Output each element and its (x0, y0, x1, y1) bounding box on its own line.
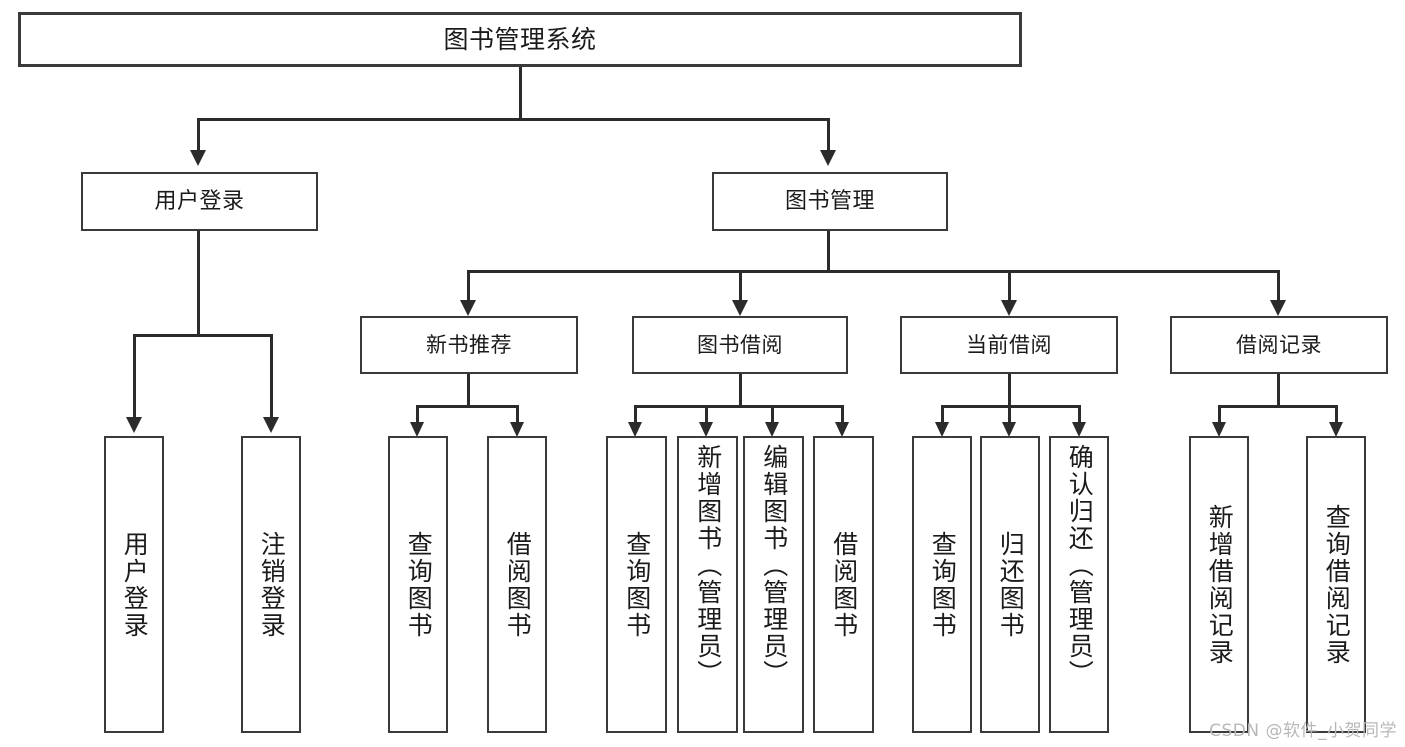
arrow-current-borrow-leaf-3 (1072, 422, 1086, 437)
node-label: 图书管理系统 (443, 24, 597, 54)
connector-user-login-leaf-2 (270, 334, 273, 419)
connector-user-login-stem (197, 231, 200, 336)
node-label: 编辑图书（管理员） (759, 444, 789, 687)
connector-new-book-leaf-2 (516, 405, 519, 424)
node-label: 确认归还（管理员） (1065, 444, 1095, 687)
connector-new-book-stem (467, 374, 470, 407)
node-root-system[interactable]: 图书管理系统 (18, 12, 1022, 67)
leaf-current-search[interactable]: 查询图书 (912, 436, 972, 733)
connector-to-borrow-record (1277, 270, 1280, 302)
leaf-logout[interactable]: 注销登录 (241, 436, 301, 733)
arrow-user-login-leaf-2 (263, 417, 279, 433)
arrow-to-borrow-record (1270, 300, 1286, 316)
arrow-book-borrow-leaf-4 (835, 422, 849, 437)
connector-to-new-book (467, 270, 470, 302)
node-label: 新增图书（管理员） (693, 444, 723, 687)
connector-current-borrow-bar (942, 405, 1080, 408)
connector-book-borrow-leaf-2 (705, 405, 708, 424)
leaf-book-edit-admin[interactable]: 编辑图书（管理员） (743, 436, 804, 733)
connector-root-to-user-login (197, 118, 200, 152)
node-label: 新增借阅记录 (1205, 503, 1235, 666)
node-label: 新书推荐 (426, 332, 512, 357)
node-book-manage[interactable]: 图书管理 (712, 172, 948, 231)
connector-current-borrow-leaf-3 (1078, 405, 1081, 424)
arrow-book-borrow-leaf-1 (628, 422, 642, 437)
arrow-book-borrow-leaf-2 (699, 422, 713, 437)
connector-current-borrow-stem (1008, 374, 1011, 407)
node-label: 当前借阅 (966, 332, 1052, 357)
connector-root-to-book-manage (827, 118, 830, 152)
node-label: 查询图书 (928, 530, 958, 639)
node-book-borrow[interactable]: 图书借阅 (632, 316, 848, 374)
leaf-current-return[interactable]: 归还图书 (980, 436, 1040, 733)
node-label: 借阅图书 (829, 530, 859, 639)
node-label: 借阅记录 (1236, 332, 1322, 357)
connector-current-borrow-leaf-1 (941, 405, 944, 424)
leaf-book-add-admin[interactable]: 新增图书（管理员） (677, 436, 738, 733)
node-label: 注销登录 (257, 530, 287, 639)
node-label: 归还图书 (996, 530, 1026, 639)
arrow-to-new-book (460, 300, 476, 316)
connector-borrow-record-bar (1219, 405, 1337, 408)
arrow-current-borrow-leaf-1 (935, 422, 949, 437)
arrow-borrow-record-leaf-2 (1329, 422, 1343, 437)
connector-to-book-borrow (739, 270, 742, 302)
leaf-new-book-search[interactable]: 查询图书 (388, 436, 448, 733)
arrow-to-current-borrow (1001, 300, 1017, 316)
leaf-user-login[interactable]: 用户登录 (104, 436, 164, 733)
leaf-search-borrow-record[interactable]: 查询借阅记录 (1306, 436, 1366, 733)
node-new-book-recommend[interactable]: 新书推荐 (360, 316, 578, 374)
node-label: 查询图书 (622, 530, 652, 639)
leaf-confirm-return-admin[interactable]: 确认归还（管理员） (1049, 436, 1109, 733)
node-label: 查询借阅记录 (1322, 503, 1352, 666)
arrow-new-book-leaf-2 (510, 422, 524, 437)
leaf-new-book-borrow[interactable]: 借阅图书 (487, 436, 547, 733)
arrow-current-borrow-leaf-2 (1002, 422, 1016, 437)
connector-borrow-record-stem (1277, 374, 1280, 407)
connector-root-stem (519, 67, 522, 119)
arrow-book-borrow-leaf-3 (765, 422, 779, 437)
node-label: 借阅图书 (503, 530, 533, 639)
connector-new-book-leaf-1 (416, 405, 419, 424)
connector-book-borrow-stem (739, 374, 742, 407)
leaf-add-borrow-record[interactable]: 新增借阅记录 (1189, 436, 1249, 733)
node-borrow-record[interactable]: 借阅记录 (1170, 316, 1388, 374)
connector-user-login-bar (134, 334, 272, 337)
leaf-book-borrow-search[interactable]: 查询图书 (606, 436, 667, 733)
connector-book-manage-stem (827, 231, 830, 273)
connector-borrow-record-leaf-1 (1218, 405, 1221, 424)
connector-current-borrow-leaf-2 (1008, 405, 1011, 424)
leaf-book-borrow-action[interactable]: 借阅图书 (813, 436, 874, 733)
connector-new-book-bar (417, 405, 518, 408)
arrow-to-book-borrow (732, 300, 748, 316)
arrow-root-to-user-login (190, 150, 206, 166)
node-label: 用户登录 (120, 530, 150, 639)
arrow-root-to-book-manage (820, 150, 836, 166)
connector-user-login-leaf-1 (133, 334, 136, 419)
connector-root-bar (197, 118, 829, 121)
connector-book-borrow-leaf-1 (634, 405, 637, 424)
node-user-login[interactable]: 用户登录 (81, 172, 318, 231)
arrow-user-login-leaf-1 (126, 417, 142, 433)
node-label: 图书管理 (784, 188, 875, 214)
connector-book-borrow-leaf-3 (771, 405, 774, 424)
connector-borrow-record-leaf-2 (1335, 405, 1338, 424)
node-label: 查询图书 (404, 530, 434, 639)
node-label: 图书借阅 (697, 332, 783, 357)
connector-book-manage-bar (468, 270, 1280, 273)
connector-book-borrow-bar (635, 405, 843, 408)
connector-book-borrow-leaf-4 (841, 405, 844, 424)
node-current-borrow[interactable]: 当前借阅 (900, 316, 1118, 374)
arrow-borrow-record-leaf-1 (1212, 422, 1226, 437)
connector-to-current-borrow (1008, 270, 1011, 302)
node-label: 用户登录 (154, 188, 245, 214)
arrow-new-book-leaf-1 (410, 422, 424, 437)
